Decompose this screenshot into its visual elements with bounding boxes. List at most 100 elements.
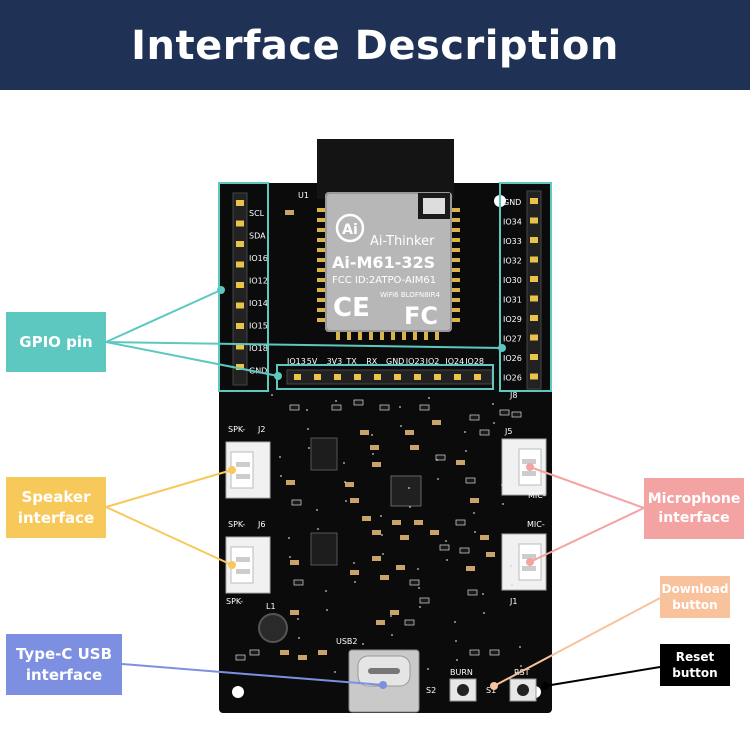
via [345,500,347,502]
via [325,590,327,592]
module-logo-text: Ai [342,222,358,238]
resistor [459,547,470,554]
module-pad [317,278,325,282]
header-pin-label: SDA [249,232,266,241]
typec-leader [121,663,384,686]
header-pin-label: IO31 [503,296,522,305]
resistor [419,597,430,604]
header-pin-label: IO27 [503,335,522,344]
module-pad [317,208,325,212]
capacitor [318,650,327,655]
via [362,643,364,645]
download-button-part [449,678,477,702]
j5-label: J5 [504,427,512,436]
header-pin-label: IO15 [249,322,268,331]
via [454,621,456,623]
header-pin [236,302,244,309]
microphone-connector-top [501,438,547,496]
module-pad [452,248,460,252]
via [437,478,439,480]
module-pad [317,288,325,292]
module-pad [452,318,460,322]
capacitor [376,620,385,625]
module-pad [317,218,325,222]
header-pin-label: SCL [249,209,265,218]
capacitor [362,516,371,521]
header-pin-label: GND [503,198,521,207]
capacitor [286,480,295,485]
gpio-highlight-right [499,182,552,392]
header-pin-label: IO23 [406,357,425,366]
via [409,506,411,508]
header-pin [354,374,361,380]
reset-button-label: Reset button [660,644,730,686]
via [436,459,438,461]
capacitor [350,570,359,575]
header-pin-label: GND [386,357,404,366]
capacitor [290,560,299,565]
via [399,406,401,408]
spk-label-top: SPK- [228,425,245,434]
header-pin [236,364,244,370]
via [455,640,457,642]
capacitor [486,552,495,557]
via [354,581,356,583]
header-pin [236,220,244,227]
j6-label: J6 [257,520,265,529]
via [297,618,299,620]
rst-label: RST [514,668,530,677]
codec-ic [390,475,422,507]
header-pin-label: IO12 [249,277,268,286]
right-header-pins [530,198,538,380]
via [279,456,281,458]
download-button-label: Download button [660,576,730,618]
module-pads-left [317,208,325,322]
header-pin-label: IO16 [249,254,268,263]
via [502,503,504,505]
capacitor [392,520,401,525]
module-pad [452,278,460,282]
header-pin-label: IO13 [287,357,306,366]
capacitor [372,556,381,561]
capacitor [480,535,489,540]
resistor [489,649,500,656]
module-brand: Ai-Thinker [370,234,435,249]
header-pin [530,237,538,243]
via [307,428,309,430]
amplifier-ic-top [310,437,338,471]
module-pad [369,332,373,340]
via [483,612,485,614]
header-pin-label: IO30 [503,276,522,285]
via [408,487,410,489]
resistor [469,649,480,656]
via [419,606,421,608]
via [492,403,494,405]
header-pin-label: 3V3 [327,357,343,366]
module-pad [435,332,439,340]
header-pin [236,261,244,268]
via [519,646,521,648]
via [298,637,300,639]
header-pin-label: GND [249,367,267,376]
mic-leader-bottom [529,507,645,563]
header-pin [334,374,341,380]
mic-label-bottom: MIC- [527,520,545,529]
header-pin-label: IO34 [503,218,522,227]
resistor [479,429,490,436]
header-pin-label: IO33 [503,237,522,246]
capacitor [280,650,289,655]
j8-label: J8 [509,391,517,400]
burn-label: BURN [450,668,473,677]
s2-label: S2 [426,686,436,695]
resistor [293,579,304,586]
inductor [258,613,288,643]
resistor [511,411,522,418]
module-pad [452,268,460,272]
via [465,450,467,452]
gpio-leader-left [105,289,222,343]
header-pin-label: IO32 [503,257,522,266]
via [520,665,522,667]
reset-leader [544,666,661,687]
header-pin [530,217,538,224]
